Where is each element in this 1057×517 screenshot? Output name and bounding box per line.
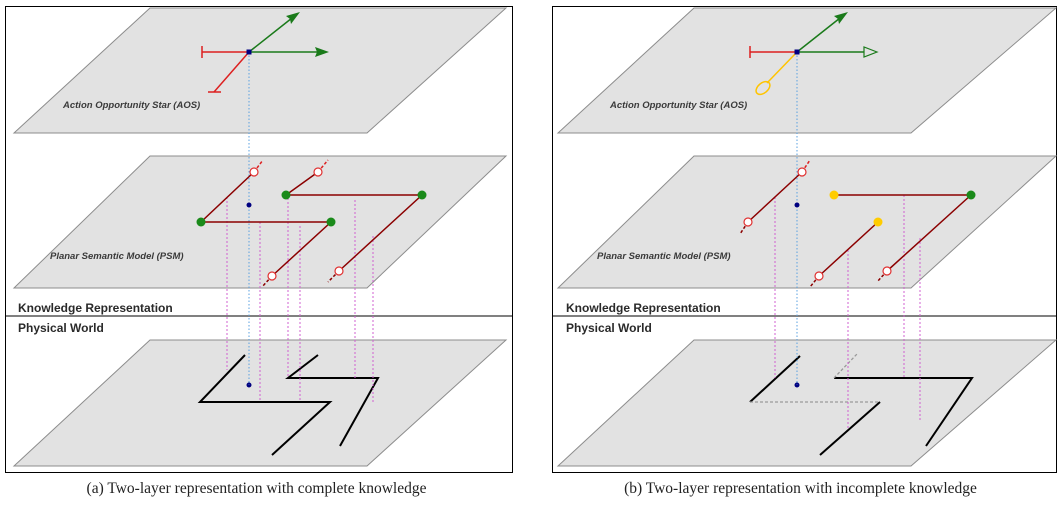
diagram-complete-knowledge: Action Opportunity Star (AOS) Planar Sem… bbox=[5, 6, 513, 473]
knowledge-representation-label: Knowledge Representation bbox=[566, 301, 721, 315]
psm-node-open bbox=[267, 271, 277, 281]
psm-node-open bbox=[743, 217, 753, 227]
projection-lines bbox=[774, 195, 921, 430]
psm-node-open bbox=[814, 271, 824, 281]
robot-psm bbox=[246, 202, 252, 208]
aos-label: Action Opportunity Star (AOS) bbox=[609, 100, 747, 111]
aos-label: Action Opportunity Star (AOS) bbox=[62, 100, 200, 111]
psm-nodes bbox=[196, 167, 427, 281]
aos-plane bbox=[12, 7, 508, 134]
psm-label: Planar Semantic Model (PSM) bbox=[50, 251, 184, 262]
psm-node-closed bbox=[196, 217, 206, 227]
knowledge-representation-label: Knowledge Representation bbox=[18, 301, 173, 315]
psm-node-frontier bbox=[873, 217, 883, 227]
physical-walls bbox=[197, 354, 380, 456]
aos-plane bbox=[556, 7, 1057, 134]
robot-psm bbox=[794, 202, 800, 208]
diagram-incomplete-knowledge: Action Opportunity Star (AOS) Planar Sem… bbox=[552, 6, 1057, 473]
physical-plane bbox=[556, 339, 1057, 467]
caption-b: (b) Two-layer representation with incomp… bbox=[624, 480, 977, 497]
panel-incomplete-knowledge: Action Opportunity Star (AOS) Planar Sem… bbox=[544, 0, 1057, 517]
unknown-walls bbox=[750, 353, 880, 403]
psm-node-frontier bbox=[829, 190, 839, 200]
psm-node-closed bbox=[417, 190, 427, 200]
psm-node-open bbox=[313, 167, 323, 177]
psm-node-closed bbox=[966, 190, 976, 200]
caption-a: (a) Two-layer representation with comple… bbox=[86, 480, 427, 497]
psm-node-closed bbox=[326, 217, 336, 227]
physical-world-label: Physical World bbox=[18, 321, 104, 335]
psm-label: Planar Semantic Model (PSM) bbox=[597, 251, 731, 262]
physical-walls bbox=[749, 355, 974, 456]
psm-nodes bbox=[743, 167, 976, 281]
aos-star bbox=[749, 12, 879, 96]
projection-lines bbox=[226, 197, 374, 402]
psm-plane bbox=[556, 155, 1057, 289]
panel-complete-knowledge: Action Opportunity Star (AOS) Planar Sem… bbox=[0, 0, 513, 517]
physical-world-label: Physical World bbox=[566, 321, 652, 335]
psm-node-closed bbox=[281, 190, 291, 200]
psm-node-open bbox=[334, 266, 344, 276]
psm-node-open bbox=[249, 167, 259, 177]
psm-node-open bbox=[797, 167, 807, 177]
psm-node-open bbox=[882, 266, 892, 276]
aos-star bbox=[201, 12, 329, 93]
